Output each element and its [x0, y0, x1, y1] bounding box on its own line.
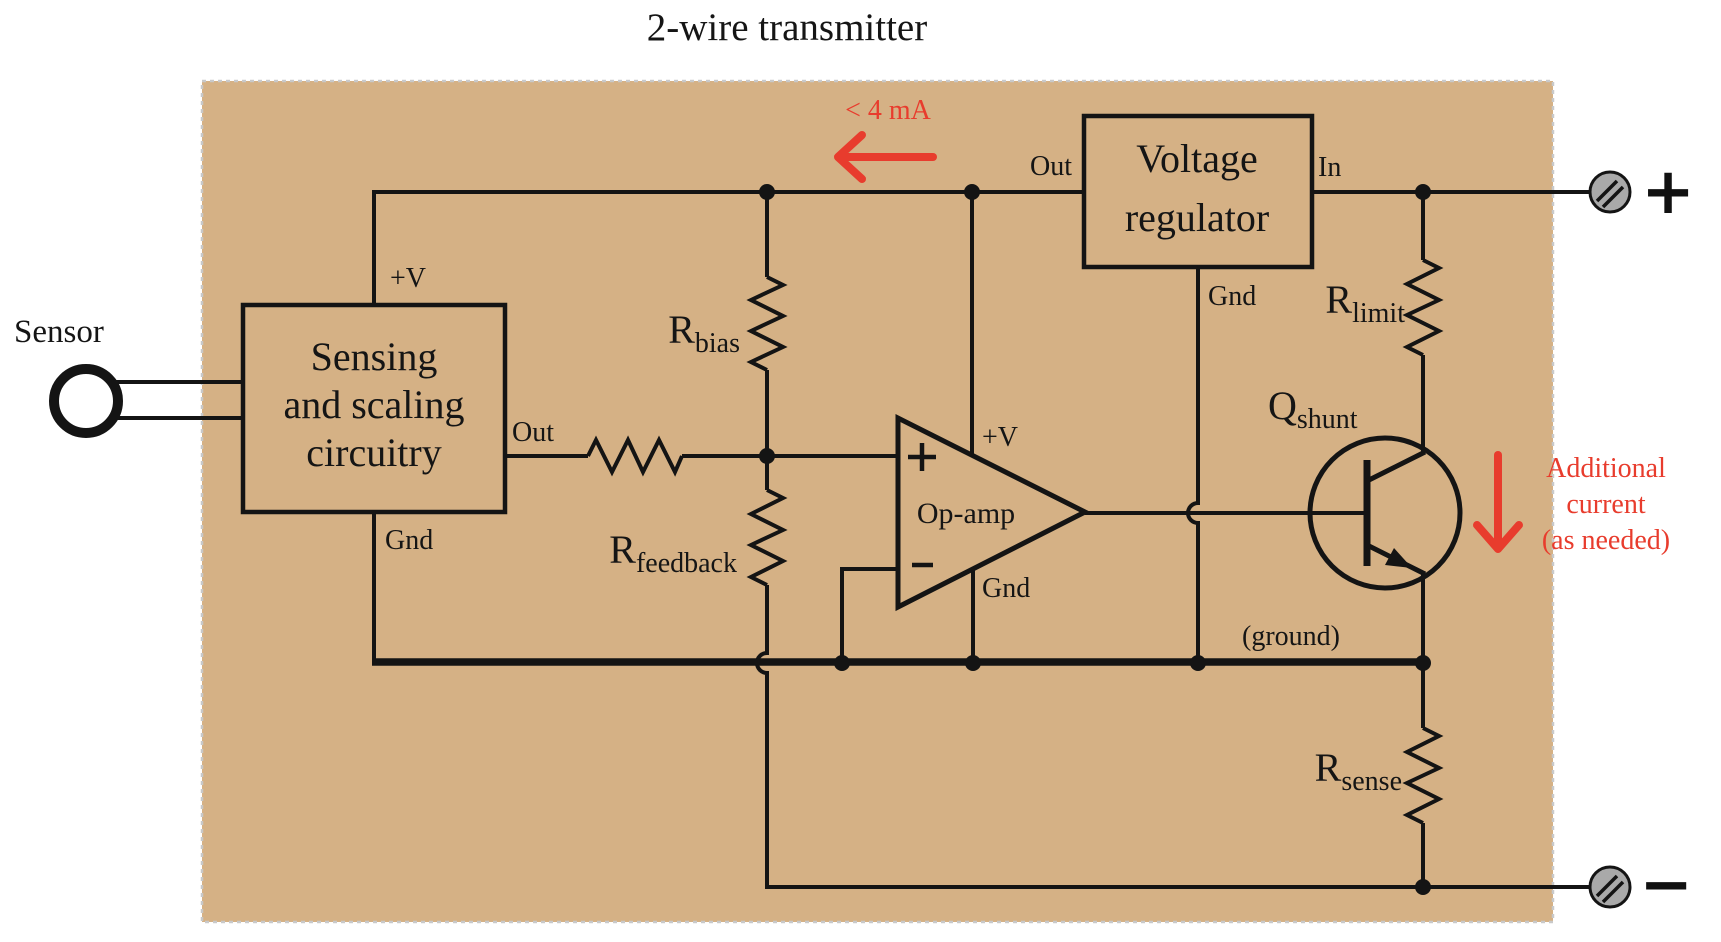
transistor-circle [1307, 435, 1463, 591]
rsense-label-sub: sense [1341, 766, 1402, 797]
terminal-hatch [1601, 185, 1625, 209]
loop-current-note: < 4 mA [845, 95, 932, 126]
positive-terminal-lug [1588, 170, 1632, 214]
diagram-title: 2-wire transmitter [647, 6, 927, 49]
rlimit-label-main: R [1325, 277, 1352, 322]
terminal-hatch [1595, 874, 1619, 898]
junction-dot [964, 184, 980, 200]
sensing-box [240, 302, 508, 515]
transistor-emitter-arrow [1385, 548, 1412, 568]
additional-current-note-line2: current [1566, 489, 1646, 520]
regulator-out-port-label: Out [1030, 151, 1072, 182]
sensing-out-port-label: Out [512, 417, 554, 448]
additional-current-note-line1: Additional [1546, 453, 1666, 484]
sensing-box-label-line2: and scaling [283, 382, 464, 427]
resistors [586, 258, 1444, 825]
junction-dot [1415, 655, 1431, 671]
rfeedback-label-main: R [609, 527, 636, 572]
rlimit-resistor [1402, 258, 1444, 357]
terminal-hatch [1601, 880, 1625, 904]
voltage-regulator-box [1081, 113, 1315, 270]
red-annotation-labels: < 4 mA Additional current (as needed) [845, 95, 1670, 556]
rsense-label-main: R [1315, 745, 1342, 790]
sensing-ground-port-label: Gnd [385, 525, 433, 556]
qshunt-label-main: Q [1268, 383, 1297, 428]
qshunt-label: Qshunt [1268, 383, 1358, 435]
rbias-label-sub: bias [695, 328, 740, 359]
rbias-label-main: R [668, 307, 695, 352]
negative-terminal: − [1588, 848, 1693, 922]
junction-dot [965, 655, 981, 671]
transistor-collector-line [1365, 449, 1427, 484]
shunt-transistor [1307, 435, 1463, 591]
negative-terminal-symbol: − [1639, 848, 1693, 922]
opamp-label: Op-amp [917, 497, 1015, 530]
sensing-supply-port-label: +V [390, 263, 426, 294]
rbias-label: Rbias [668, 307, 740, 359]
rfeedback-resistor [746, 488, 788, 587]
loop-current-arrow-head [834, 131, 866, 183]
opamp-supply-port-label: +V [982, 422, 1018, 453]
regulator-label-line1: Voltage [1136, 136, 1257, 181]
shunt-current-arrow-head [1473, 521, 1523, 553]
opamp-plus-mark [908, 443, 936, 471]
rbias-resistor [746, 275, 788, 372]
regulator-ground-port-label: Gnd [1208, 281, 1256, 312]
sensor-label: Sensor [14, 314, 104, 350]
transmitter-enclosure [200, 79, 1555, 924]
junction-dot [1415, 184, 1431, 200]
junction-dot [759, 184, 775, 200]
junction-dots [759, 184, 1431, 895]
rlimit-label-sub: limit [1352, 298, 1405, 329]
opamp-triangle [895, 413, 1091, 612]
regulator-label-line2: regulator [1125, 195, 1269, 240]
rsense-label: Rsense [1315, 745, 1402, 797]
terminal-hatch [1595, 179, 1619, 203]
rfeedback-label: Rfeedback [609, 527, 737, 579]
opamp-ground-port-label: Gnd [982, 573, 1030, 604]
qshunt-label-sub: shunt [1297, 404, 1358, 435]
positive-terminal-symbol: + [1641, 155, 1695, 229]
junction-dot [1415, 879, 1431, 895]
junction-dot [759, 448, 775, 464]
junction-dot [1190, 655, 1206, 671]
input-resistor [586, 435, 684, 477]
regulator-in-port-label: In [1318, 152, 1341, 183]
ground-note: (ground) [1242, 621, 1340, 652]
current-flow-arrows [834, 131, 1523, 553]
opamp-minus-input-wire [840, 567, 898, 663]
additional-current-note-line3: (as needed) [1542, 525, 1670, 556]
rsense-resistor [1402, 726, 1444, 825]
sensor-symbol [49, 364, 123, 438]
rfeedback-label-sub: feedback [636, 548, 737, 579]
negative-terminal-lug [1588, 865, 1632, 909]
sensing-box-label-line3: circuitry [306, 430, 442, 475]
sensing-box-label-line1: Sensing [311, 334, 438, 379]
supply-rail-wire [372, 190, 1084, 305]
rlimit-label: Rlimit [1325, 277, 1405, 329]
regulator-ground-wire [1186, 267, 1200, 663]
positive-terminal: + [1588, 155, 1695, 229]
junction-dot [834, 655, 850, 671]
